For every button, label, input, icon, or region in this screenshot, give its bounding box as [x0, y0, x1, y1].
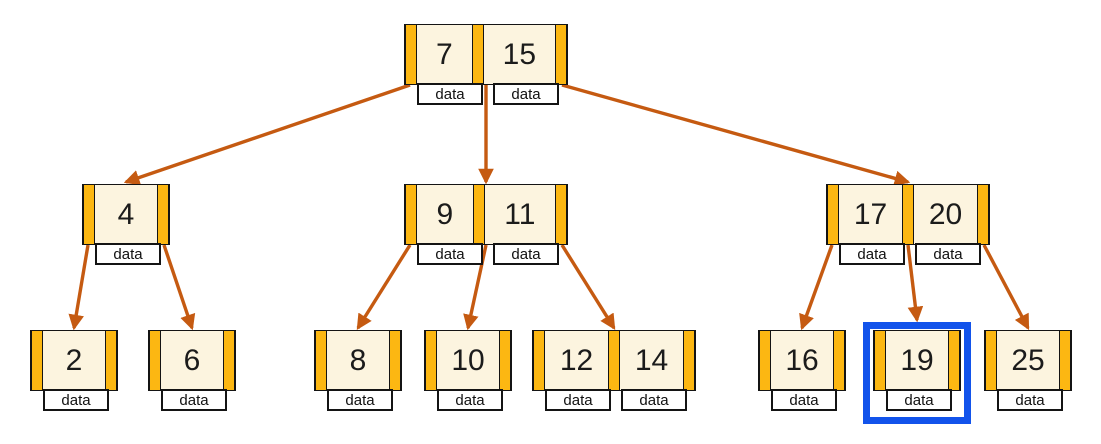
parent-child-arrow	[799, 244, 834, 331]
child-pointer-slot	[389, 331, 401, 390]
key-cell: 14	[620, 331, 683, 390]
child-pointer-slot	[833, 331, 845, 390]
parent-child-arrow	[162, 244, 196, 331]
child-pointer-slot	[874, 331, 886, 390]
key-cell: 16	[771, 331, 833, 390]
key-cell: 19	[886, 331, 948, 390]
child-pointer-slot	[555, 185, 567, 244]
parent-child-arrow	[123, 83, 411, 186]
child-pointer-slot	[83, 185, 95, 244]
data-pointer-box: data	[886, 389, 952, 411]
parent-child-arrow	[560, 244, 616, 330]
child-pointer-slot	[499, 331, 511, 390]
child-pointer-slot	[425, 331, 437, 390]
child-pointer-slot	[608, 331, 620, 390]
parent-child-arrow	[982, 244, 1030, 331]
child-pointer-slot	[683, 331, 695, 390]
data-pointer-box: data	[437, 389, 503, 411]
parent-child-arrow	[906, 244, 924, 323]
child-pointer-slot	[405, 185, 417, 244]
data-pointer-box: data	[417, 83, 483, 105]
child-pointer-slot	[405, 25, 417, 84]
data-pointer-box: data	[43, 389, 109, 411]
child-pointer-slot	[533, 331, 545, 390]
parent-child-arrow	[463, 244, 488, 331]
child-pointer-slot	[1059, 331, 1071, 390]
key-cell: 4	[95, 185, 157, 244]
key-cell: 20	[914, 185, 977, 244]
child-pointer-slot	[827, 185, 839, 244]
key-cell: 8	[327, 331, 389, 390]
key-cell: 25	[997, 331, 1059, 390]
data-pointer-box: data	[545, 389, 611, 411]
parent-child-arrow	[68, 244, 90, 331]
key-cell: 11	[484, 185, 555, 244]
key-cell: 2	[43, 331, 105, 390]
data-pointer-box: data	[327, 389, 393, 411]
key-cell: 12	[545, 331, 608, 390]
parent-child-arrow	[356, 244, 412, 330]
child-pointer-slot	[149, 331, 161, 390]
child-pointer-slot	[472, 185, 485, 244]
child-pointer-slot	[31, 331, 43, 390]
data-pointer-box: data	[417, 243, 483, 265]
child-pointer-slot	[985, 331, 997, 390]
key-cell: 15	[483, 25, 555, 84]
data-pointer-box: data	[839, 243, 905, 265]
key-cell: 10	[437, 331, 499, 390]
data-pointer-box: data	[997, 389, 1063, 411]
child-pointer-slot	[977, 185, 989, 244]
child-pointer-slot	[948, 331, 960, 390]
data-pointer-box: data	[493, 83, 559, 105]
data-pointer-box: data	[915, 243, 981, 265]
key-cell: 6	[161, 331, 223, 390]
child-pointer-slot	[902, 185, 914, 244]
data-pointer-box: data	[621, 389, 687, 411]
child-pointer-slot	[223, 331, 235, 390]
key-cell: 9	[417, 185, 473, 244]
child-pointer-slot	[315, 331, 327, 390]
data-pointer-box: data	[493, 243, 559, 265]
child-pointer-slot	[555, 25, 567, 84]
data-pointer-box: data	[771, 389, 837, 411]
key-cell: 7	[417, 25, 472, 84]
child-pointer-slot	[471, 25, 484, 84]
data-pointer-box: data	[95, 243, 161, 265]
child-pointer-slot	[157, 185, 169, 244]
child-pointer-slot	[759, 331, 771, 390]
child-pointer-slot	[105, 331, 117, 390]
parent-child-arrow	[561, 83, 911, 186]
key-cell: 17	[839, 185, 902, 244]
data-pointer-box: data	[161, 389, 227, 411]
